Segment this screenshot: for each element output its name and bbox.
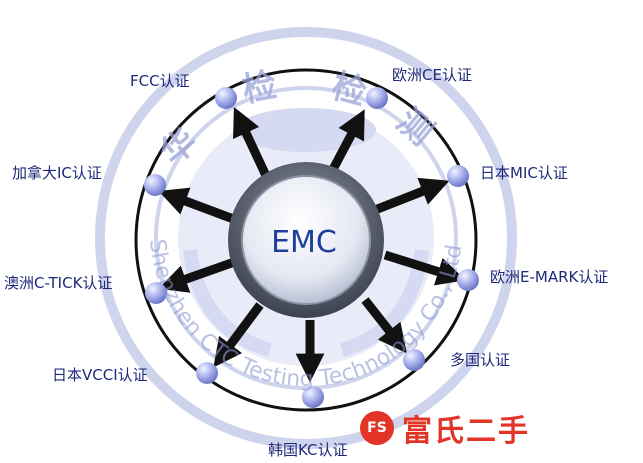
brand-name: 富氏二手 (402, 414, 530, 449)
center-label: EMC (271, 225, 337, 260)
label-emark: 欧洲E-MARK认证 (490, 268, 609, 286)
arrows (158, 106, 466, 383)
emc-hub (228, 162, 384, 318)
node-ic (144, 174, 166, 196)
label-fcc: FCC认证 (130, 72, 190, 90)
node-vcci (196, 362, 218, 384)
arrow-ctick (158, 255, 242, 293)
node-ce (366, 87, 388, 109)
arrow-multi (361, 297, 407, 354)
label-mic: 日本MIC认证 (480, 164, 568, 182)
arrow-fcc (233, 106, 273, 182)
label-vcci: 日本VCCI认证 (52, 366, 148, 384)
label-kc: 韩国KC认证 (268, 441, 348, 459)
node-kc (302, 386, 324, 408)
node-emark (457, 269, 479, 291)
nodes (144, 87, 479, 408)
node-fcc (215, 87, 237, 109)
label-ic: 加拿大IC认证 (12, 164, 102, 182)
arrow-emark (383, 250, 466, 286)
node-ctick (145, 282, 167, 304)
label-ctick: 澳洲C-TICK认证 (4, 274, 113, 292)
arrow-ce (326, 109, 365, 178)
orbit-ring (134, 68, 478, 412)
node-mic (447, 165, 469, 187)
brand-logo: FS (360, 411, 394, 445)
arrow-mic (373, 177, 450, 215)
label-multi: 多国认证 (450, 351, 511, 369)
label-ce: 欧洲CE认证 (392, 66, 472, 84)
arrow-ic (158, 187, 238, 225)
node-multi (403, 349, 425, 371)
brand-watermark: FS 富氏二手 (360, 410, 530, 449)
arrow-vcci (213, 302, 264, 368)
